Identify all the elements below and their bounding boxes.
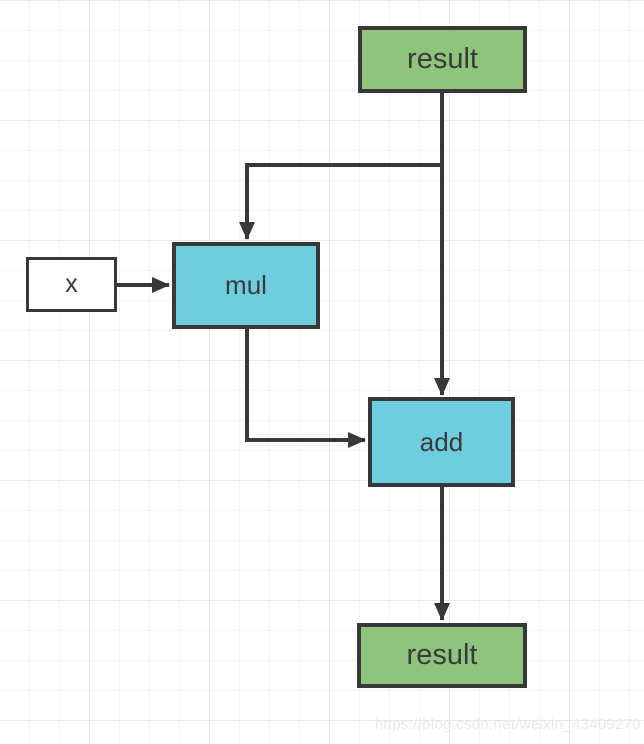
- node-add-label: add: [419, 426, 464, 457]
- node-x-label: x: [65, 270, 78, 298]
- node-add: add: [368, 397, 515, 487]
- node-mul-label: mul: [225, 270, 267, 300]
- edge-result-top-to-mul: [239, 163, 442, 240]
- node-result-bottom-label: result: [406, 639, 478, 671]
- node-mul: mul: [172, 242, 320, 329]
- node-result-top-label: result: [407, 43, 478, 75]
- node-result-top: result: [358, 26, 527, 93]
- node-x: x: [26, 257, 117, 312]
- edge-mul-to-add: [245, 329, 366, 448]
- watermark: https://blog.csdn.net/weixin_43409270: [374, 716, 641, 733]
- edge-group: [117, 93, 450, 621]
- node-result-bottom: result: [357, 623, 527, 688]
